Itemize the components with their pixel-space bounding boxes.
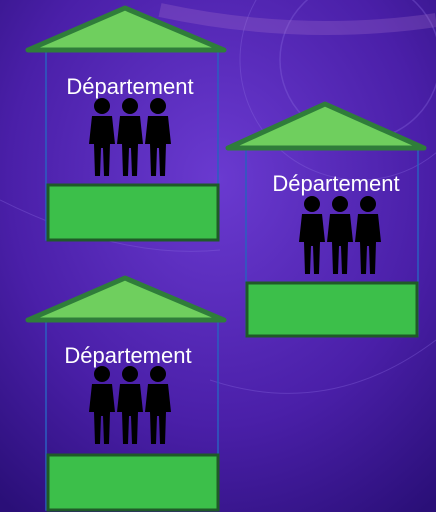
department-base — [46, 453, 220, 512]
department-base — [245, 281, 419, 338]
department-label-1: Département — [66, 74, 194, 99]
department-roof — [25, 5, 227, 53]
department-block-3 — [25, 275, 227, 512]
department-base — [46, 183, 220, 242]
department-label-2: Département — [272, 171, 400, 196]
department-label-3: Département — [64, 343, 192, 368]
department-block-1 — [25, 5, 227, 242]
department-block-2 — [225, 101, 427, 338]
department-roof — [25, 275, 227, 323]
department-roof — [225, 101, 427, 151]
